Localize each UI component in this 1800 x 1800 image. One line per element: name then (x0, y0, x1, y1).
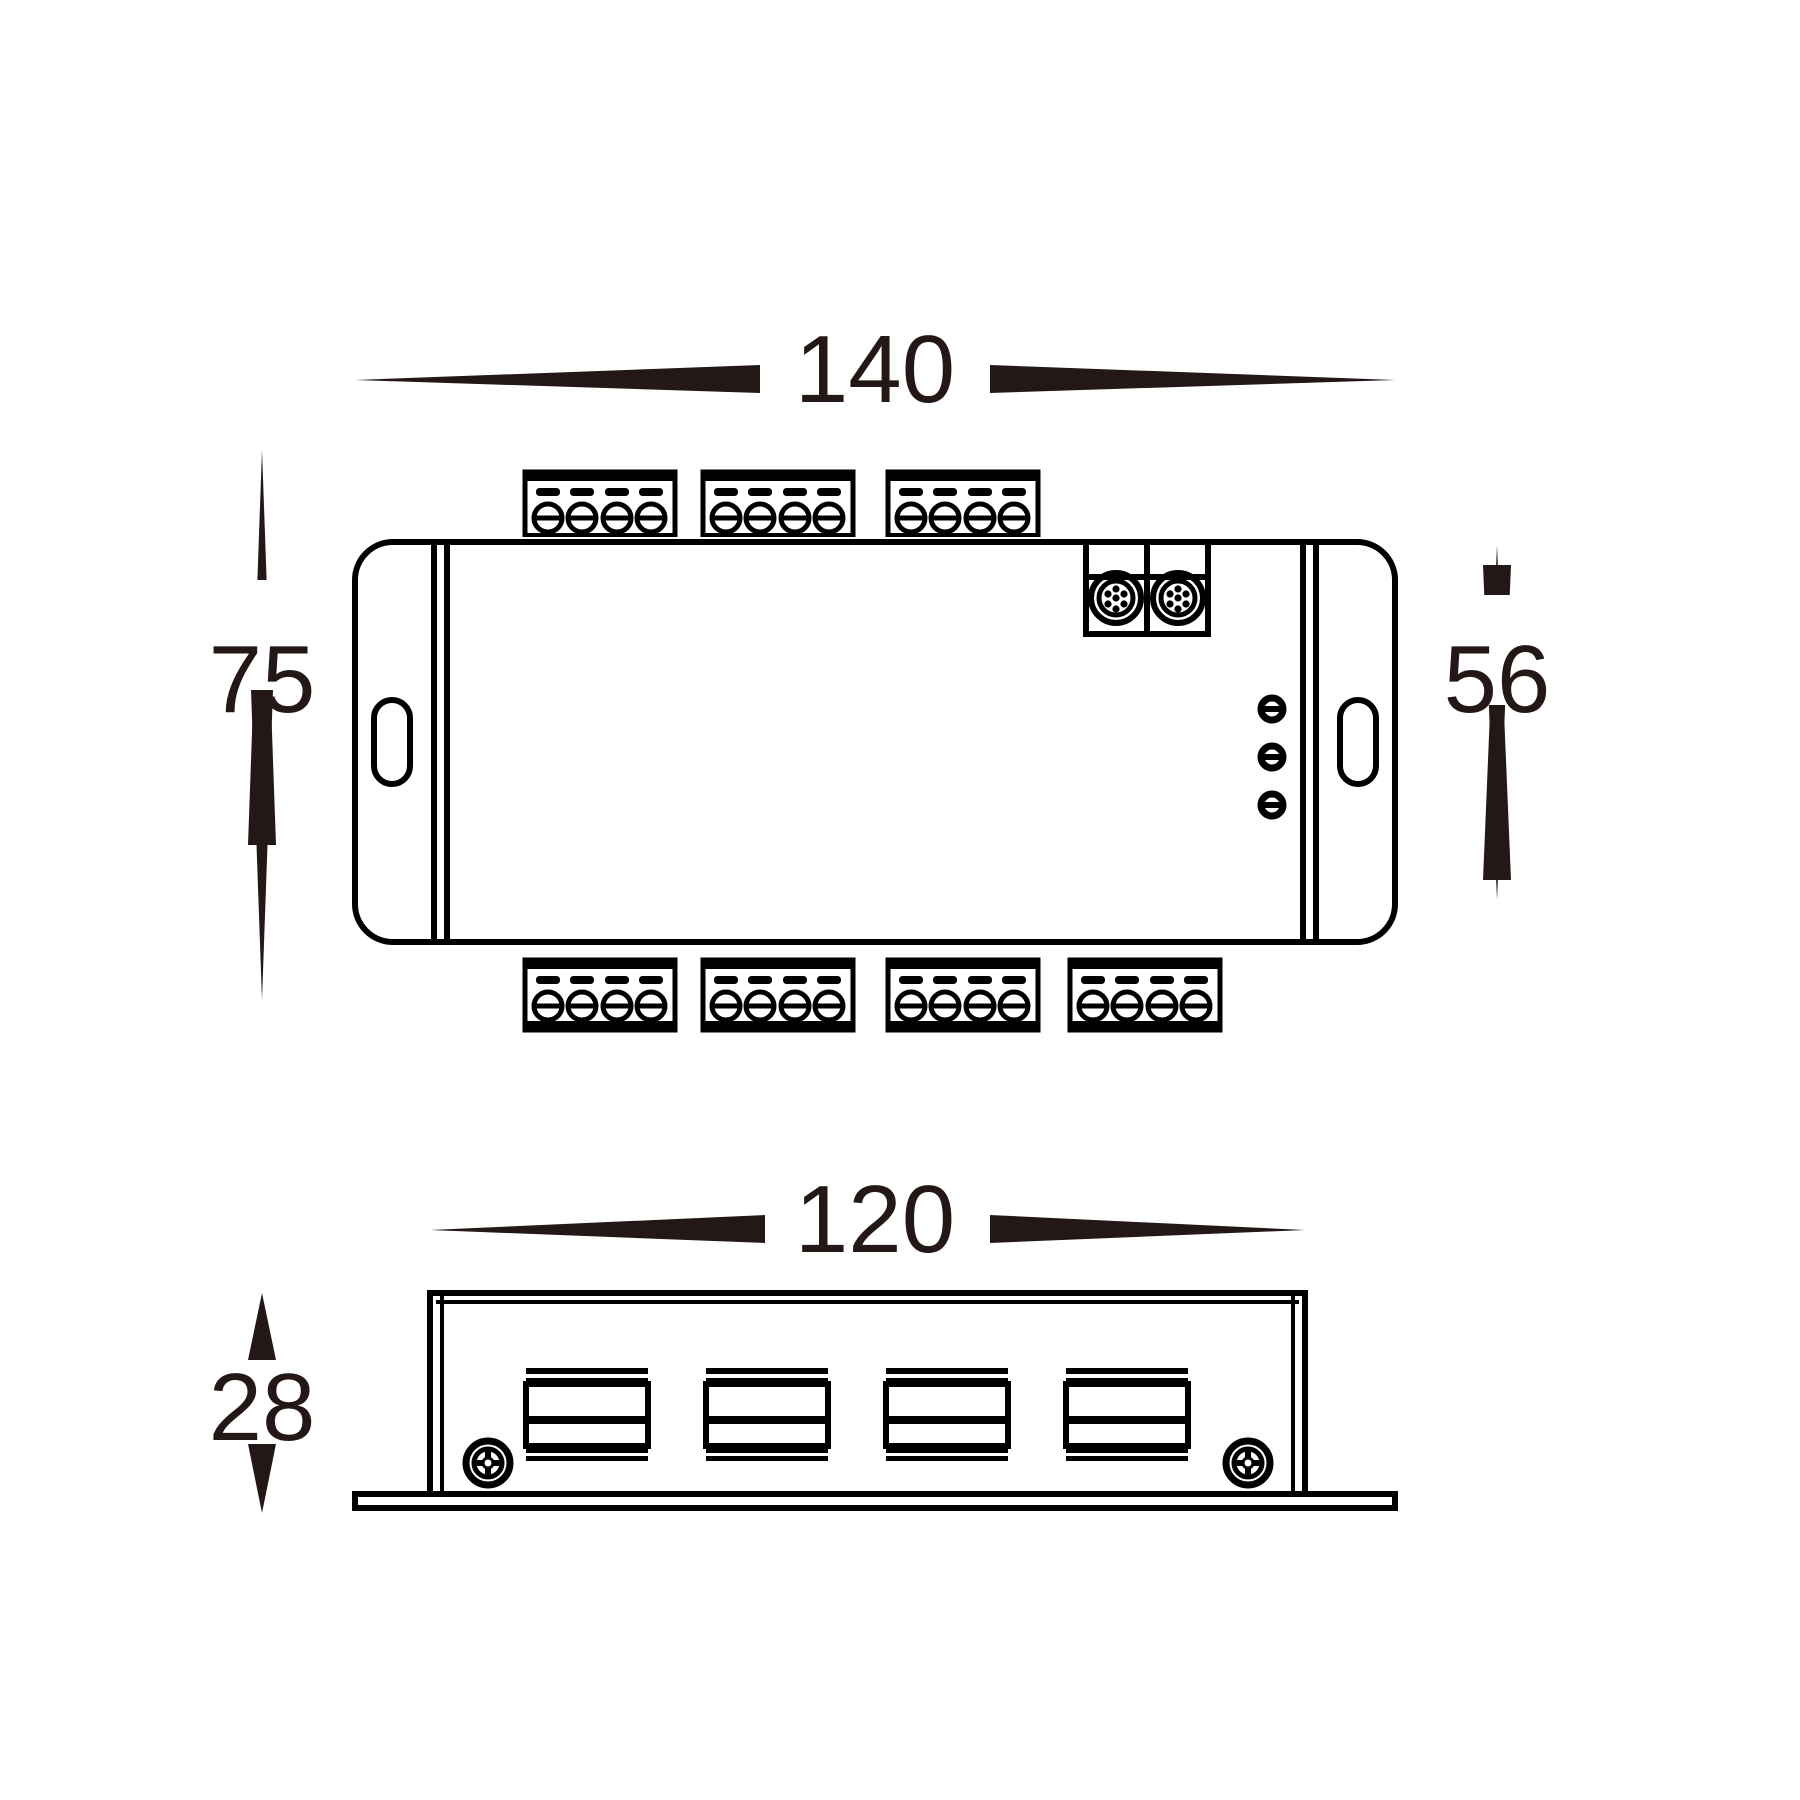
dimension-120: 120 (430, 1166, 1305, 1273)
bottom-terminal-block-2 (703, 960, 853, 1030)
circular-connector-1 (1091, 573, 1141, 623)
housing-top-outline (352, 539, 1398, 945)
bottom-terminal-block-4 (1070, 960, 1220, 1030)
dimension-75: 75 (205, 450, 323, 1000)
top-terminal-block-3 (888, 472, 1038, 542)
arrow-up-28 (248, 1293, 276, 1360)
mounting-slot-left (371, 697, 413, 787)
arrow-right-120 (990, 1215, 1305, 1243)
arrow-right-140 (990, 365, 1395, 393)
top-terminal-block-1 (525, 472, 675, 542)
led-indicator-2 (1260, 746, 1284, 768)
housing-body (352, 539, 1398, 945)
top-terminal-block-2 (703, 472, 853, 542)
dimension-label-140: 140 (795, 316, 955, 423)
front-screw-left (466, 1441, 510, 1485)
top-view: 140 75 56 (205, 316, 1560, 1030)
front-screw-right (1226, 1441, 1270, 1485)
dimension-140: 140 (355, 316, 1395, 423)
led-indicator-3 (1260, 794, 1284, 816)
dimension-label-56: 56 (1444, 626, 1551, 733)
arrow-down-28 (248, 1444, 276, 1513)
arrow-left-120 (430, 1215, 765, 1243)
dimension-label-28: 28 (209, 1354, 316, 1461)
circular-connector-2 (1153, 573, 1203, 623)
dimension-label-120: 120 (795, 1166, 955, 1273)
mounting-flange (352, 1491, 1398, 1511)
dimension-28: 28 (209, 1293, 316, 1513)
bottom-terminal-block-3 (888, 960, 1038, 1030)
bottom-terminal-block-1 (525, 960, 675, 1030)
front-view: 120 28 (209, 1166, 1398, 1513)
mounting-slot-right (1337, 697, 1379, 787)
circular-connector-assembly (1083, 539, 1211, 637)
dimension-56: 56 (1435, 545, 1560, 900)
arrow-down-75 (248, 605, 276, 1000)
led-indicator-1 (1260, 698, 1284, 720)
arrow-left-140 (355, 365, 760, 393)
dimension-label-75: 75 (209, 626, 316, 733)
